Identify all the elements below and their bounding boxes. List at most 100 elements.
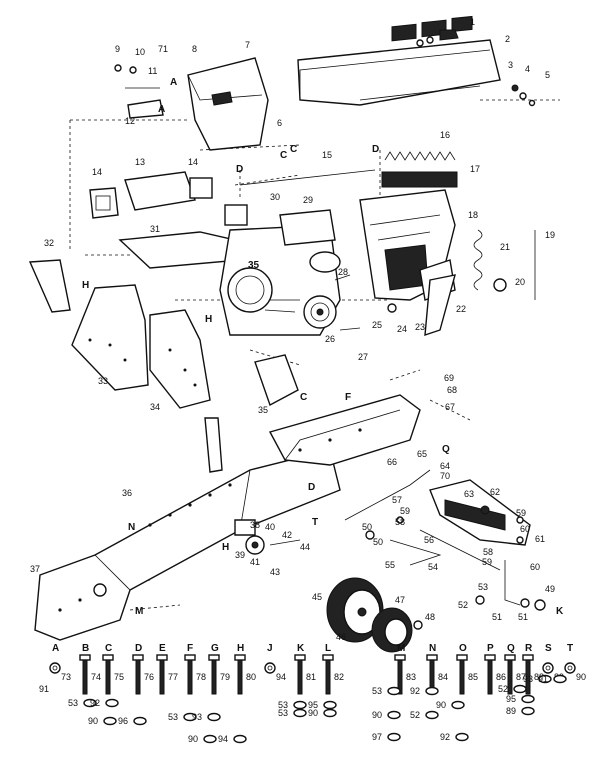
callout-46: 45 bbox=[312, 592, 322, 602]
letter-t: T bbox=[312, 517, 318, 528]
washer-icon bbox=[323, 700, 337, 710]
washer-icon bbox=[425, 686, 439, 696]
hardware-sub-item: 97 bbox=[372, 732, 401, 742]
bolt-shank-icon bbox=[397, 659, 403, 695]
hardware-sub-item: 90 bbox=[308, 708, 337, 718]
nut-hole-icon bbox=[545, 665, 551, 671]
hardware-sub-item: 52 bbox=[410, 710, 439, 720]
callout-50a: 49 bbox=[545, 584, 555, 594]
hardware-sub-item: 90 bbox=[436, 700, 465, 710]
hardware-part-number: 82 bbox=[334, 672, 344, 682]
callout-71: 70 bbox=[440, 471, 450, 481]
callout-2: 2 bbox=[505, 34, 510, 44]
bolt-shank-icon bbox=[82, 659, 88, 695]
nut-icon bbox=[49, 662, 61, 674]
washer-icon bbox=[293, 700, 307, 710]
callout-70: 69 bbox=[444, 373, 454, 383]
washer-icon bbox=[133, 716, 147, 726]
letter-c-3: C bbox=[300, 392, 307, 403]
hardware-letter: Q bbox=[507, 643, 515, 654]
hardware-sub-label: 96 bbox=[118, 716, 128, 726]
callout-3: 3 bbox=[508, 60, 513, 70]
bolt-head-icon bbox=[522, 654, 534, 661]
letter-d-3: D bbox=[308, 482, 315, 493]
washer-icon bbox=[553, 674, 567, 684]
callout-13: 13 bbox=[135, 157, 145, 167]
callout-27: 27 bbox=[358, 352, 368, 362]
letter-c-2: C bbox=[290, 144, 297, 155]
callout-22: 22 bbox=[456, 304, 466, 314]
bolt-shank-icon bbox=[325, 659, 331, 695]
hardware-legend: A7391B74C75D76E77F78G79H80J94K81L82M83N8… bbox=[39, 643, 586, 744]
bolt-head-icon bbox=[456, 654, 468, 661]
hardware-part-number: 90 bbox=[576, 672, 586, 682]
hardware-part-number: 94 bbox=[276, 672, 286, 682]
letter-q: Q bbox=[442, 444, 450, 455]
hardware-item-o: O85 bbox=[456, 643, 478, 695]
hardware-letter: K bbox=[297, 643, 305, 654]
callout-53: 52 bbox=[458, 600, 468, 610]
callout-24: 24 bbox=[397, 324, 407, 334]
hardware-item-g: G79 bbox=[208, 643, 230, 695]
callout-58b: 58 bbox=[483, 547, 493, 557]
callout-21: 21 bbox=[500, 242, 510, 252]
callout-19: 19 bbox=[545, 230, 555, 240]
callout-4: 4 bbox=[525, 64, 530, 74]
letter-a: A bbox=[170, 77, 177, 88]
letter-h-1: H bbox=[82, 280, 89, 291]
hardware-sub-label: 52 bbox=[498, 684, 508, 694]
hardware-item-e: E77 bbox=[156, 643, 178, 695]
callout-36: 35 bbox=[258, 405, 268, 415]
washer-icon bbox=[521, 694, 535, 704]
hardware-sub-item: 96 bbox=[118, 716, 147, 726]
callout-7: 7 bbox=[245, 40, 250, 50]
washer-icon bbox=[455, 732, 469, 742]
hardware-letter: M bbox=[397, 643, 405, 654]
callout-59a: 58 bbox=[395, 517, 405, 527]
hardware-letter: R bbox=[525, 643, 533, 654]
bolt-head-icon bbox=[426, 654, 438, 661]
dash-panel-assembly bbox=[297, 15, 536, 107]
hardware-part-number: 75 bbox=[114, 672, 124, 682]
washer-icon bbox=[207, 712, 221, 722]
callout-59b: 59 bbox=[516, 508, 526, 518]
hardware-sub-item: 93 bbox=[523, 674, 552, 684]
washer-icon bbox=[83, 698, 97, 708]
washer-icon bbox=[521, 706, 535, 716]
hardware-item-k: K81 bbox=[294, 643, 316, 695]
hardware-part-number: 78 bbox=[196, 672, 206, 682]
callout-15: 15 bbox=[322, 150, 332, 160]
hardware-sub-label: 90 bbox=[308, 708, 318, 718]
frame-holes bbox=[58, 428, 362, 612]
callout-65: 64 bbox=[440, 461, 450, 471]
hardware-letter: P bbox=[487, 643, 494, 654]
hardware-part-number: 87 bbox=[516, 672, 526, 682]
hardware-sub-item: 91 bbox=[538, 674, 567, 684]
callout-12: 12 bbox=[125, 116, 135, 126]
washer-icon bbox=[103, 716, 117, 726]
bolt-head-icon bbox=[79, 654, 91, 661]
callout-49: 48 bbox=[425, 612, 435, 622]
bolt-shank-icon bbox=[237, 659, 243, 695]
bolt-head-icon bbox=[484, 654, 496, 661]
callout-63: 62 bbox=[490, 487, 500, 497]
hardware-sub-label: 90 bbox=[88, 716, 98, 726]
hardware-sub-number: 91 bbox=[39, 684, 49, 694]
callout-6: 6 bbox=[277, 118, 282, 128]
callout-14a: 14 bbox=[92, 167, 102, 177]
callout-11: 11 bbox=[148, 66, 157, 76]
hardware-part-number: 85 bbox=[468, 672, 478, 682]
letter-k: K bbox=[556, 606, 564, 617]
bolt-shank-icon bbox=[459, 659, 465, 695]
hardware-sub-label: 94 bbox=[218, 734, 228, 744]
hardware-item-c: C75 bbox=[102, 643, 124, 695]
hardware-sub-label: 91 bbox=[538, 674, 548, 684]
letter-d-2: D bbox=[372, 144, 379, 155]
plate-holes bbox=[88, 338, 197, 387]
callout-1: 1 bbox=[470, 17, 475, 27]
callout-18: 18 bbox=[468, 210, 478, 220]
hardware-sub-label: 93 bbox=[523, 674, 533, 684]
battery-assembly bbox=[89, 171, 213, 219]
nut-icon bbox=[264, 662, 276, 674]
hardware-sub-label: 52 bbox=[410, 710, 420, 720]
